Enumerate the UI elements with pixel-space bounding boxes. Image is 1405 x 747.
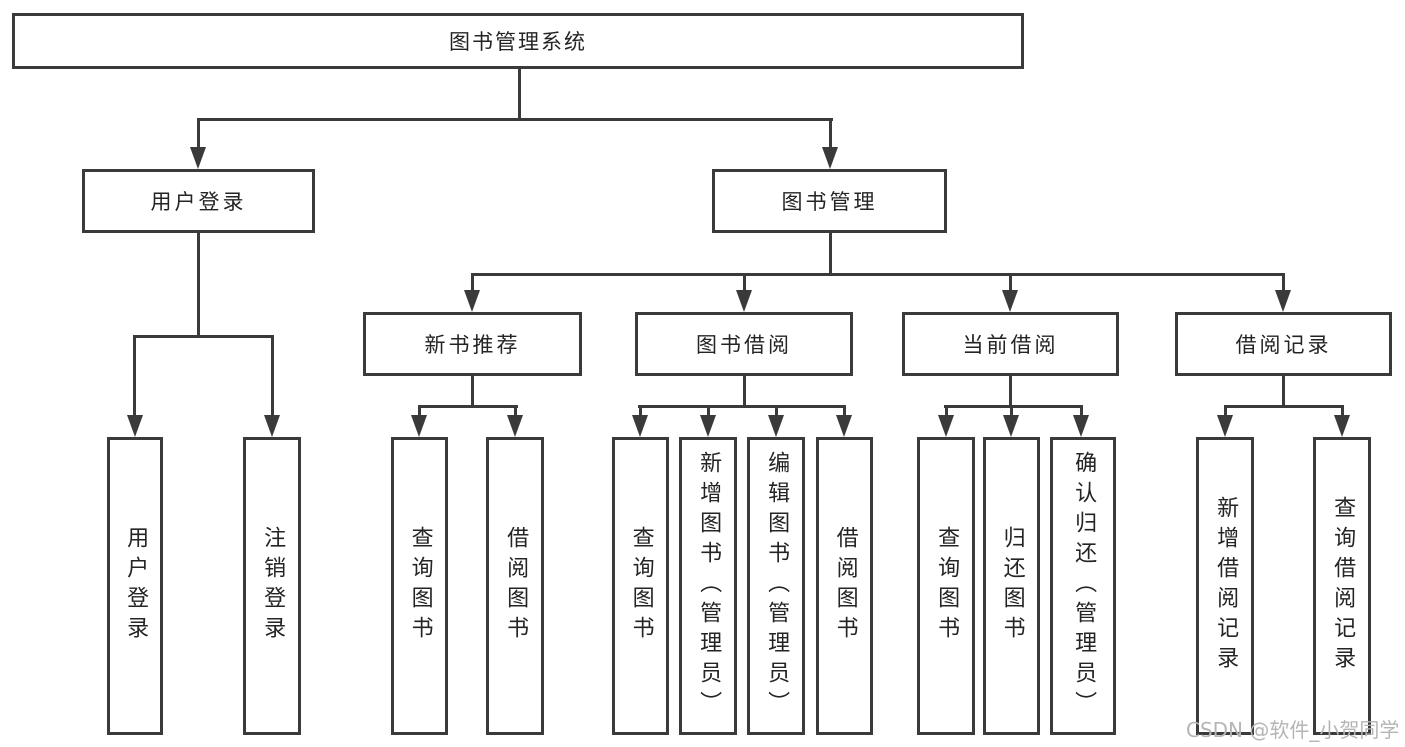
- node-label: 借阅图书: [832, 526, 858, 646]
- connector-drop-login-leaf: [133, 335, 136, 417]
- arrowhead-down-icon: [127, 415, 143, 437]
- node-label: 借阅图书: [503, 526, 529, 646]
- node-book-management: 图书管理: [712, 169, 947, 233]
- connector-drop: [1224, 405, 1227, 417]
- arrowhead-down-icon: [190, 147, 206, 169]
- node-leaf-search-books-recommend: 查询图书: [391, 437, 448, 735]
- node-leaf-return-books: 归还图书: [983, 437, 1040, 735]
- node-leaf-search-books-current: 查询图书: [917, 437, 975, 735]
- node-leaf-borrow-books-recommend: 借阅图书: [486, 437, 544, 735]
- node-label: 新增借阅记录: [1213, 496, 1239, 676]
- node-leaf-borrow-books-borrowing: 借阅图书: [816, 437, 873, 735]
- arrowhead-down-icon: [700, 415, 716, 437]
- node-label: 当前借阅: [962, 333, 1059, 357]
- node-leaf-search-books-borrowing: 查询图书: [612, 437, 669, 735]
- arrowhead-down-icon: [768, 415, 784, 437]
- arrowhead-down-icon: [632, 415, 648, 437]
- connector-borrowing-bar: [638, 405, 846, 408]
- node-leaf-logout: 注销登录: [243, 437, 301, 735]
- csdn-watermark: CSDN @软件_小贺同学: [1186, 718, 1400, 742]
- arrowhead-down-icon: [822, 147, 838, 169]
- arrowhead-down-icon: [264, 415, 280, 437]
- connector-current-bar: [944, 405, 1083, 408]
- node-label: 图书管理系统: [449, 30, 587, 54]
- connector-drop: [1080, 405, 1083, 417]
- connector-recommend-bar: [418, 405, 518, 408]
- node-label: 新书推荐: [424, 333, 521, 357]
- connector-borrowing-stem: [743, 376, 746, 407]
- node-leaf-search-borrow-record: 查询借阅记录: [1313, 437, 1371, 735]
- node-label: 新增图书（管理员）: [696, 451, 722, 721]
- connector-book-mgmt-stem: [829, 233, 832, 275]
- node-label: 查询借阅记录: [1330, 496, 1356, 676]
- connector-drop: [707, 405, 710, 417]
- node-label: 图书借阅: [696, 333, 792, 357]
- node-user-login: 用户登录: [82, 169, 315, 233]
- node-leaf-edit-books-admin: 编辑图书（管理员）: [747, 437, 805, 735]
- connector-drop-book-mgmt: [829, 118, 832, 149]
- connector-book-mgmt-bar: [471, 273, 1285, 276]
- connector-drop: [1341, 405, 1344, 417]
- node-label: 图书管理: [781, 190, 878, 214]
- node-label: 查询图书: [628, 526, 654, 646]
- node-label: 确认归还（管理员）: [1071, 451, 1097, 721]
- connector-drop-new-books: [471, 273, 474, 292]
- node-book-borrowing: 图书借阅: [635, 312, 853, 376]
- arrowhead-down-icon: [836, 415, 852, 437]
- arrowhead-down-icon: [736, 290, 752, 312]
- node-new-book-recommend: 新书推荐: [363, 312, 582, 376]
- arrowhead-down-icon: [464, 290, 480, 312]
- connector-drop-book-borrow: [743, 273, 746, 292]
- connector-drop: [418, 405, 421, 417]
- connector-user-login-stem: [197, 233, 200, 337]
- arrowhead-down-icon: [507, 415, 523, 437]
- node-label: 借阅记录: [1235, 333, 1332, 357]
- connector-drop-current-borrow: [1009, 273, 1012, 292]
- node-label: 归还图书: [999, 526, 1025, 646]
- arrowhead-down-icon: [1002, 290, 1018, 312]
- node-leaf-confirm-return-admin: 确认归还（管理员）: [1050, 437, 1116, 735]
- node-label: 用户登录: [123, 526, 149, 646]
- connector-root-bar: [197, 118, 833, 121]
- connector-root-stem: [518, 67, 521, 121]
- connector-current-stem: [1009, 376, 1012, 407]
- connector-records-bar: [1224, 405, 1344, 408]
- node-leaf-user-login: 用户登录: [107, 437, 163, 735]
- connector-records-stem: [1282, 376, 1285, 407]
- connector-drop-logout-leaf: [271, 335, 274, 417]
- node-current-borrowing: 当前借阅: [902, 312, 1119, 376]
- arrowhead-down-icon: [411, 415, 427, 437]
- connector-drop-borrow-records: [1282, 273, 1285, 292]
- arrowhead-down-icon: [938, 415, 954, 437]
- connector-user-login-bar: [133, 335, 274, 338]
- connector-drop: [775, 405, 778, 417]
- connector-drop: [639, 405, 642, 417]
- node-label: 查询图书: [407, 526, 433, 646]
- connector-drop: [1010, 405, 1013, 417]
- arrowhead-down-icon: [1275, 290, 1291, 312]
- node-label: 用户登录: [150, 190, 247, 214]
- node-leaf-add-books-admin: 新增图书（管理员）: [679, 437, 737, 735]
- connector-drop: [843, 405, 846, 417]
- connector-drop-user-login: [197, 118, 200, 149]
- node-borrowing-records: 借阅记录: [1175, 312, 1392, 376]
- arrowhead-down-icon: [1217, 415, 1233, 437]
- node-system-root: 图书管理系统: [12, 13, 1024, 69]
- connector-drop: [514, 405, 517, 417]
- node-leaf-add-borrow-record: 新增借阅记录: [1196, 437, 1254, 735]
- connector-recommend-stem: [471, 376, 474, 407]
- arrowhead-down-icon: [1334, 415, 1350, 437]
- node-label: 编辑图书（管理员）: [764, 451, 790, 721]
- arrowhead-down-icon: [1073, 415, 1089, 437]
- arrowhead-down-icon: [1003, 415, 1019, 437]
- node-label: 注销登录: [260, 526, 286, 646]
- node-label: 查询图书: [934, 526, 960, 646]
- connector-drop: [945, 405, 948, 417]
